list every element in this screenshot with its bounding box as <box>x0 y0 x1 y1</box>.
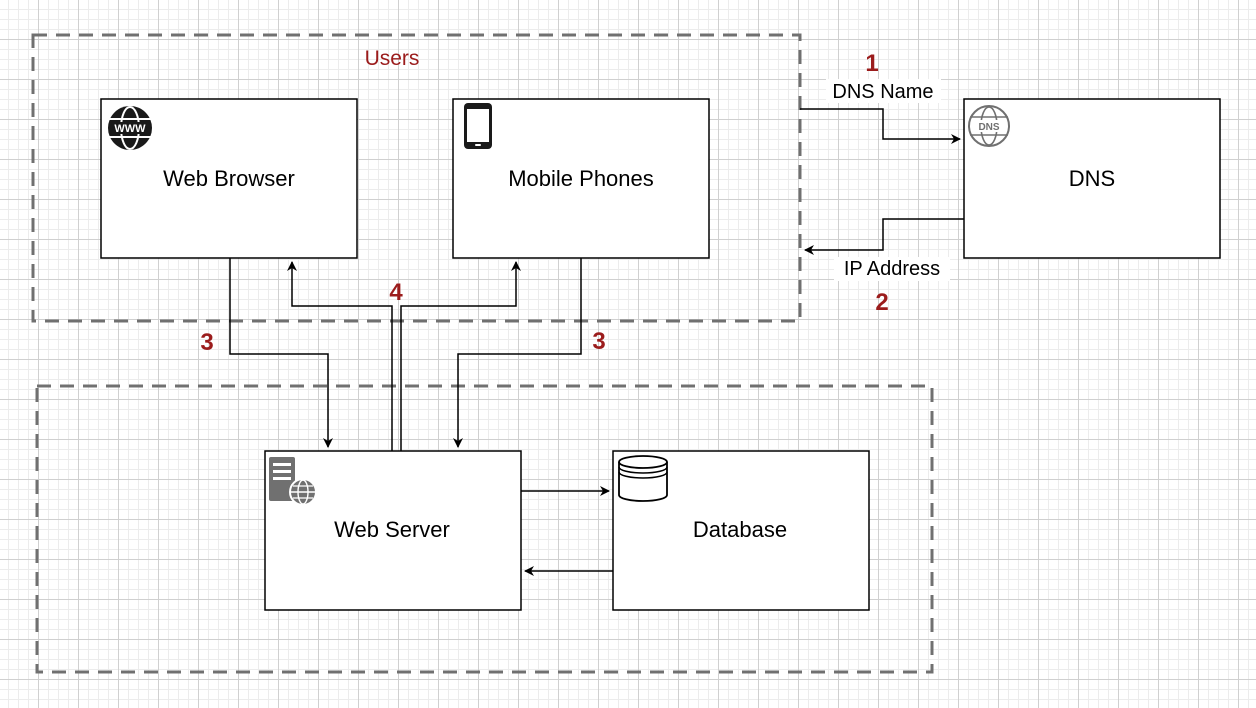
server-to-phones-edge <box>400 261 521 451</box>
dns-globe-icon: DNS <box>968 105 1010 147</box>
www-globe-icon: WWW <box>108 106 152 150</box>
step-3-browser-label: 3 <box>200 329 213 356</box>
dns-label: DNS <box>1069 166 1115 191</box>
dns-node[interactable]: DNS DNS <box>963 98 1221 259</box>
database-label: Database <box>693 517 787 542</box>
backend-group <box>35 384 934 674</box>
web-server-node[interactable]: Web Server <box>264 450 522 611</box>
svg-text:DNS: DNS <box>978 122 999 133</box>
users-group-label: Users <box>365 47 420 70</box>
server-to-browser-edge <box>287 261 393 451</box>
web-browser-node[interactable]: WWW Web Browser <box>100 98 358 259</box>
users-group <box>31 33 802 323</box>
svg-text:WWW: WWW <box>114 123 146 135</box>
browser-to-server-edge <box>229 258 333 448</box>
mobile-phones-node[interactable]: Mobile Phones <box>452 98 710 259</box>
step-4-label: 4 <box>389 279 403 306</box>
ip-address-label: IP Address <box>844 258 940 280</box>
phones-to-server-edge <box>453 258 582 448</box>
dns-request-edge <box>800 108 961 144</box>
web-browser-label: Web Browser <box>163 166 295 191</box>
database-node[interactable]: Database <box>612 450 870 611</box>
dns-name-label: DNS Name <box>832 81 933 103</box>
smartphone-icon <box>464 103 492 149</box>
web-server-label: Web Server <box>334 517 450 542</box>
step-2-label: 2 <box>875 289 888 316</box>
web-server-icon <box>269 457 317 506</box>
step-3-phones-label: 3 <box>592 328 605 355</box>
mobile-phones-label: Mobile Phones <box>508 166 654 191</box>
dns-response-edge <box>804 218 964 255</box>
database-icon <box>618 455 668 502</box>
step-1-label: 1 <box>865 50 878 77</box>
